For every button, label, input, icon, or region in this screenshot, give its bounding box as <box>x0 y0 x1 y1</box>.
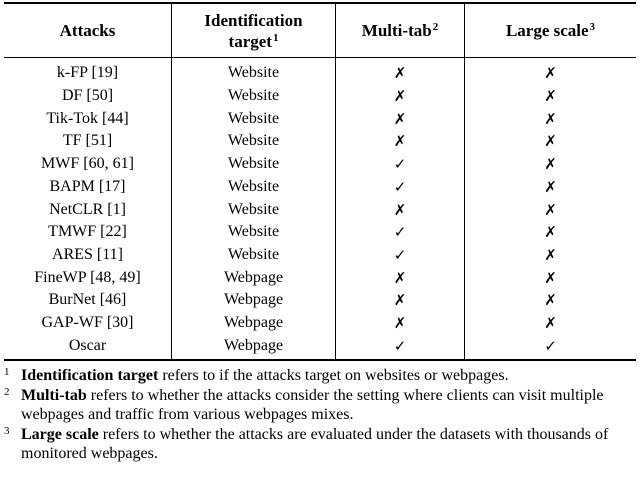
cross-icon: ✗ <box>393 109 407 128</box>
check-icon: ✓ <box>393 245 407 264</box>
footnote-text: refers to whether the attacks consider t… <box>21 386 604 424</box>
header-identification-target: Identification target1 <box>172 4 335 57</box>
footnotes: 1 Identification target refers to if the … <box>4 366 640 464</box>
footnote-text: refers to if the attacks target on websi… <box>158 367 509 384</box>
footnote-term: Identification target <box>21 367 159 384</box>
cross-icon: ✗ <box>544 87 557 106</box>
cross-icon: ✗ <box>544 223 557 242</box>
header-attacks-label: Attacks <box>59 21 116 40</box>
target-cell: Webpage <box>223 268 284 286</box>
attack-cell: NetCLR [1] <box>49 200 126 218</box>
check-icon: ✓ <box>393 223 407 242</box>
cross-icon: ✗ <box>544 155 557 174</box>
check-icon: ✓ <box>393 155 407 174</box>
cross-icon: ✗ <box>544 200 557 219</box>
cross-icon: ✗ <box>544 245 557 264</box>
footnote-1: 1 Identification target refers to if the … <box>4 366 640 386</box>
footnote-number: 1 <box>4 366 10 378</box>
cross-icon: ✗ <box>544 177 557 196</box>
attack-cell: k-FP [19] <box>56 64 119 82</box>
attack-cell: DF [50] <box>61 87 114 105</box>
column-divider <box>335 2 336 360</box>
header-attacks: Attacks <box>4 4 171 57</box>
footnote-number: 3 <box>4 424 10 437</box>
header-multitab-label: Multi-tab <box>361 21 432 40</box>
table-bottom-rule <box>4 359 636 361</box>
attack-cell: MWF [60, 61] <box>41 155 134 173</box>
cross-icon: ✗ <box>544 109 557 128</box>
attack-cell: BurNet [46] <box>48 291 127 309</box>
column-divider <box>171 2 172 360</box>
table-top-rule <box>4 2 636 4</box>
cross-icon: ✗ <box>393 132 407 151</box>
header-largescale-footnote-marker: 3 <box>589 21 596 33</box>
attack-cell: TMWF [22] <box>48 223 127 241</box>
header-largescale-label: Large scale <box>505 21 589 40</box>
target-cell: Website <box>227 245 280 263</box>
header-multitab-footnote-marker: 2 <box>432 21 439 33</box>
cross-icon: ✗ <box>544 268 557 287</box>
footnote-text: refers to whether the attacks are evalua… <box>21 425 609 463</box>
attack-cell: ARES [11] <box>52 245 123 263</box>
check-icon: ✓ <box>393 177 407 196</box>
cross-icon: ✗ <box>393 291 407 310</box>
target-cell: Webpage <box>223 336 284 354</box>
target-cell: Webpage <box>223 314 284 332</box>
cross-icon: ✗ <box>393 314 407 333</box>
footnote-term: Large scale <box>21 425 99 443</box>
attack-cell: Tik-Tok [44] <box>46 109 129 127</box>
attack-cell: TF [51] <box>62 132 113 150</box>
column-divider <box>464 2 465 360</box>
cross-icon: ✗ <box>393 87 407 106</box>
header-target-footnote-marker: 1 <box>272 31 279 44</box>
header-target-line1: Identification <box>204 10 303 30</box>
target-cell: Webpage <box>223 291 284 309</box>
cross-icon: ✗ <box>544 64 557 83</box>
target-cell: Website <box>227 132 280 150</box>
cross-icon: ✗ <box>544 314 557 333</box>
check-icon: ✓ <box>393 336 407 355</box>
target-cell: Website <box>227 87 280 105</box>
attack-cell: BAPM [17] <box>49 177 126 195</box>
header-target-line2: target <box>228 31 272 51</box>
footnote-2: 2 Multi-tab refers to whether the attacks… <box>4 386 640 425</box>
footnote-term: Multi-tab <box>21 386 87 404</box>
cross-icon: ✗ <box>393 64 407 83</box>
cross-icon: ✗ <box>544 132 557 151</box>
target-cell: Website <box>227 64 280 82</box>
target-cell: Website <box>227 177 280 195</box>
target-cell: Website <box>227 109 280 127</box>
footnote-3: 3 Large scale refers to whether the attac… <box>4 425 640 464</box>
cross-icon: ✗ <box>544 291 557 310</box>
target-cell: Website <box>227 155 280 173</box>
cross-icon: ✗ <box>393 268 407 287</box>
cross-icon: ✗ <box>393 200 407 219</box>
check-icon: ✓ <box>544 336 557 355</box>
attack-cell: FineWP [48, 49] <box>34 268 141 286</box>
target-cell: Website <box>227 223 280 241</box>
header-bottom-rule <box>4 57 636 58</box>
attack-cell: Oscar <box>68 336 107 354</box>
footnote-number: 2 <box>4 385 10 398</box>
attack-cell: GAP-WF [30] <box>41 314 134 332</box>
target-cell: Website <box>227 200 280 218</box>
